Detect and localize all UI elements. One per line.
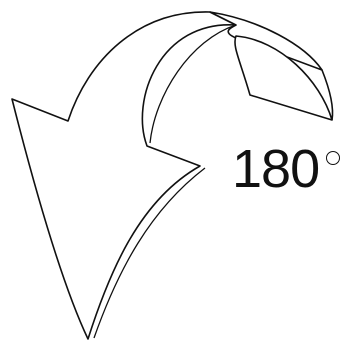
degree-symbol-icon <box>326 151 340 165</box>
arrow-front-face <box>12 12 236 339</box>
rotation-angle-label: 180 <box>232 142 319 196</box>
